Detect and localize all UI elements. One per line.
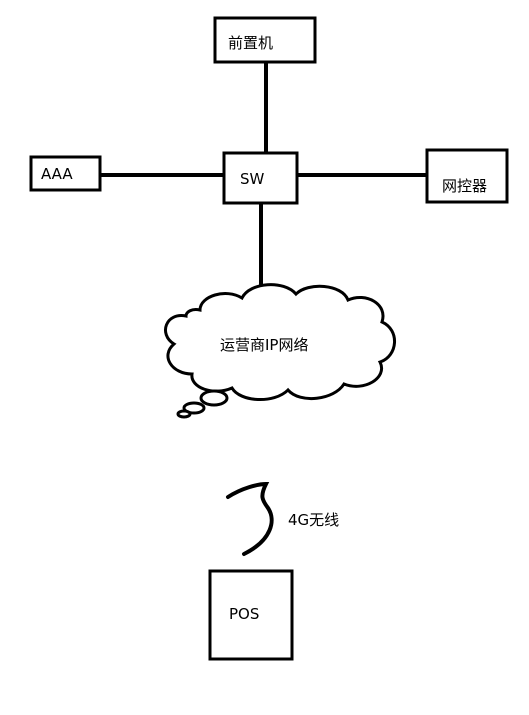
cloud-tail-small	[176, 409, 192, 419]
frontend-node: 前置机	[213, 16, 317, 64]
netcontrol-box	[425, 148, 509, 204]
switch-label: SW	[240, 170, 265, 188]
aaa-box	[29, 155, 102, 192]
carrier-network-label: 运营商IP网络	[220, 336, 308, 354]
pos-box	[208, 569, 294, 661]
pos-node: POS	[208, 569, 294, 661]
cloud-tail-medium	[182, 401, 206, 415]
pos-label: POS	[229, 605, 259, 623]
carrier-network-cloud: 运营商IP网络	[164, 283, 396, 419]
aaa-node: AAA	[29, 155, 102, 192]
switch-node: SW	[222, 151, 299, 205]
netcontrol-label: 网控器	[442, 177, 487, 195]
wireless-label: 4G无线	[288, 511, 339, 529]
frontend-label: 前置机	[228, 34, 273, 52]
cloud-shape	[164, 283, 396, 402]
wireless-signal-icon	[226, 481, 274, 556]
netcontrol-node: 网控器	[425, 148, 509, 204]
aaa-label: AAA	[41, 165, 73, 183]
frontend-box	[213, 16, 317, 64]
switch-box	[222, 151, 299, 205]
cloud-tail-large	[199, 389, 229, 407]
